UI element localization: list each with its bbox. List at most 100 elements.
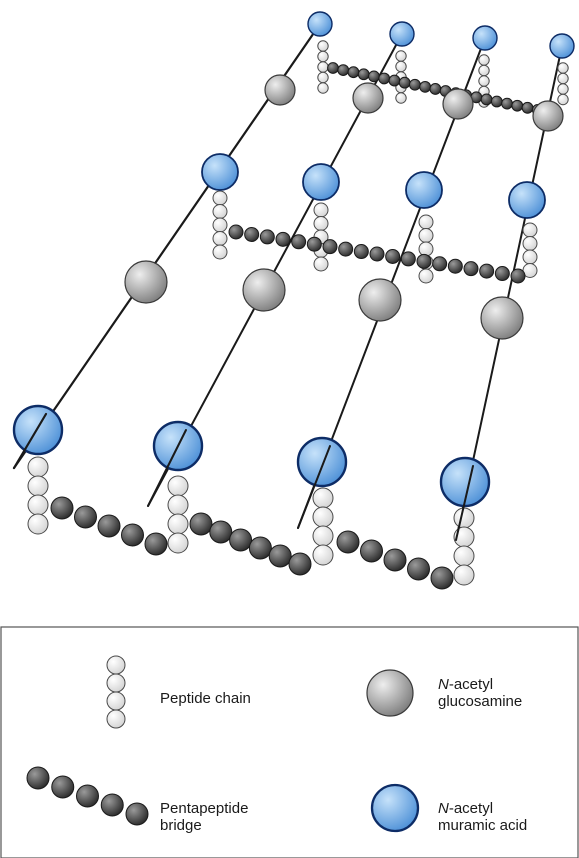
bridge-unit: [353, 244, 369, 260]
nam-sugar: [508, 181, 546, 219]
peptide-unit: [418, 241, 434, 257]
peptide-unit: [312, 487, 334, 509]
peptide-unit: [418, 268, 434, 284]
peptide-unit: [212, 217, 228, 233]
bridge-unit: [430, 566, 454, 590]
legend-peptide-chain-label: Peptide chain: [160, 690, 251, 707]
bridge-unit: [407, 557, 430, 581]
peptide-unit: [317, 40, 329, 52]
bridge-unit: [336, 530, 360, 554]
peptide-unit: [106, 655, 126, 675]
peptide-unit: [453, 545, 475, 567]
bridge-unit: [429, 83, 442, 95]
peptide-unit: [312, 544, 334, 566]
bridge-unit: [259, 229, 275, 245]
peptide-unit: [27, 513, 49, 535]
peptide-unit: [418, 214, 434, 230]
peptide-unit: [317, 50, 329, 63]
bridge-unit: [74, 505, 97, 529]
peptide-unit: [106, 691, 126, 711]
bridge-unit: [327, 62, 339, 74]
peptide-unit: [312, 506, 334, 528]
bridge-unit: [419, 80, 432, 93]
glycan-chain: [147, 429, 187, 507]
nag-sugar: [366, 669, 414, 717]
peptide-unit: [167, 532, 189, 554]
bridge-unit: [480, 93, 493, 106]
nam-sugar: [12, 404, 64, 456]
bridge-unit: [409, 78, 421, 91]
legend-nag-prefix: N: [438, 676, 449, 693]
peptide-unit: [395, 92, 407, 104]
bridge-unit: [501, 97, 513, 110]
legend-bridge-line2: bridge: [160, 817, 202, 834]
bridge-unit: [275, 231, 291, 247]
bridge-unit: [228, 224, 244, 240]
bridge-unit: [244, 226, 260, 242]
legend-nam-prefix: N: [438, 800, 449, 817]
peptide-unit: [27, 475, 49, 497]
nam-sugar: [307, 11, 333, 37]
bridge-unit: [144, 532, 168, 556]
bridge-unit: [383, 548, 407, 572]
legend-peptide-chain-icon: [106, 655, 126, 729]
peptide-unit: [317, 82, 329, 94]
diagram-layer-back: [12, 11, 575, 541]
legend-nam-icon: [370, 783, 420, 833]
peptide-unit: [212, 231, 228, 246]
peptide-unit: [395, 60, 407, 73]
peptide-unit: [212, 244, 228, 260]
bridge-unit: [398, 76, 411, 89]
peptide-unit: [212, 204, 228, 219]
bridge-unit: [388, 74, 401, 87]
peptide-unit: [453, 564, 475, 586]
peptide-unit: [478, 54, 490, 66]
nag-sugar: [480, 296, 524, 340]
peptide-unit: [557, 83, 569, 95]
bridge-unit: [378, 72, 391, 85]
bridge-unit: [51, 775, 75, 799]
legend-nag-rest: -acetyl: [449, 676, 493, 693]
nam-sugar: [370, 783, 420, 833]
peptide-unit: [557, 72, 569, 85]
bridge-unit: [400, 251, 416, 267]
peptide-unit: [317, 71, 329, 84]
bridge-unit: [248, 536, 272, 560]
bridge-unit: [432, 256, 448, 272]
bridge-unit: [347, 66, 360, 79]
peptide-unit: [522, 249, 538, 265]
nag-sugar: [532, 100, 564, 132]
bridge-unit: [385, 248, 401, 264]
peptide-unit: [167, 513, 189, 535]
bridge-unit: [97, 514, 121, 538]
bridge-unit: [490, 95, 503, 108]
nam-sugar: [201, 153, 239, 191]
peptide-unit: [212, 190, 228, 206]
bridge-unit: [229, 528, 253, 552]
peptide-unit: [167, 494, 189, 516]
bridge-unit: [337, 64, 350, 76]
glycan-chain: [12, 412, 48, 470]
bridge-unit: [288, 552, 312, 576]
peptide-unit: [106, 673, 126, 693]
bridge-unit: [447, 258, 463, 274]
nam-sugar: [549, 33, 575, 59]
peptide-unit: [395, 50, 407, 62]
bridge-unit: [479, 263, 495, 279]
peptide-unit: [313, 202, 329, 218]
peptide-unit: [478, 64, 490, 77]
bridge-unit: [511, 99, 524, 112]
nam-sugar: [389, 21, 415, 47]
peptide-unit: [27, 456, 49, 478]
bridge-unit: [416, 253, 432, 269]
nag-sugar: [124, 260, 168, 304]
bridge-unit: [50, 496, 74, 520]
bridge-unit: [322, 239, 338, 255]
nam-sugar: [439, 456, 491, 508]
peptide-unit: [478, 75, 490, 87]
bridge-unit: [100, 793, 124, 817]
